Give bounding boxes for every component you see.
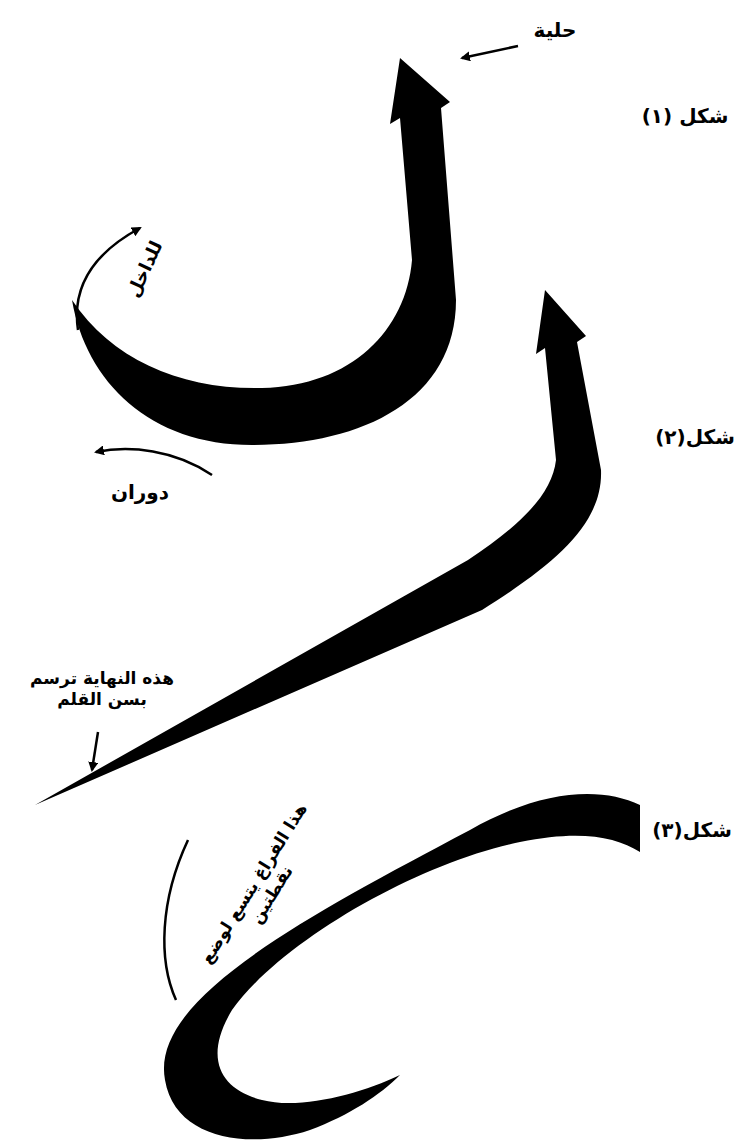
- direction-note: للداخل: [114, 219, 177, 319]
- letter-stroke-3: [164, 794, 640, 1139]
- pointer-arrow: [462, 46, 518, 58]
- part-name: حلية: [520, 18, 590, 43]
- figure-number: شكل (١): [640, 104, 730, 129]
- rotation-arrow: [96, 449, 212, 475]
- figure-number: شكل(٢): [650, 425, 740, 450]
- note-text: هذه النهاية ترسم بسن القلم: [12, 668, 192, 711]
- letter-stroke-1: [72, 58, 456, 445]
- leader-line: [164, 840, 188, 1000]
- direction-note: دوران: [95, 480, 185, 505]
- figure-number: شكل(٣): [642, 818, 742, 843]
- letter-stroke-2: [35, 290, 601, 805]
- pointer-arrow: [92, 732, 98, 770]
